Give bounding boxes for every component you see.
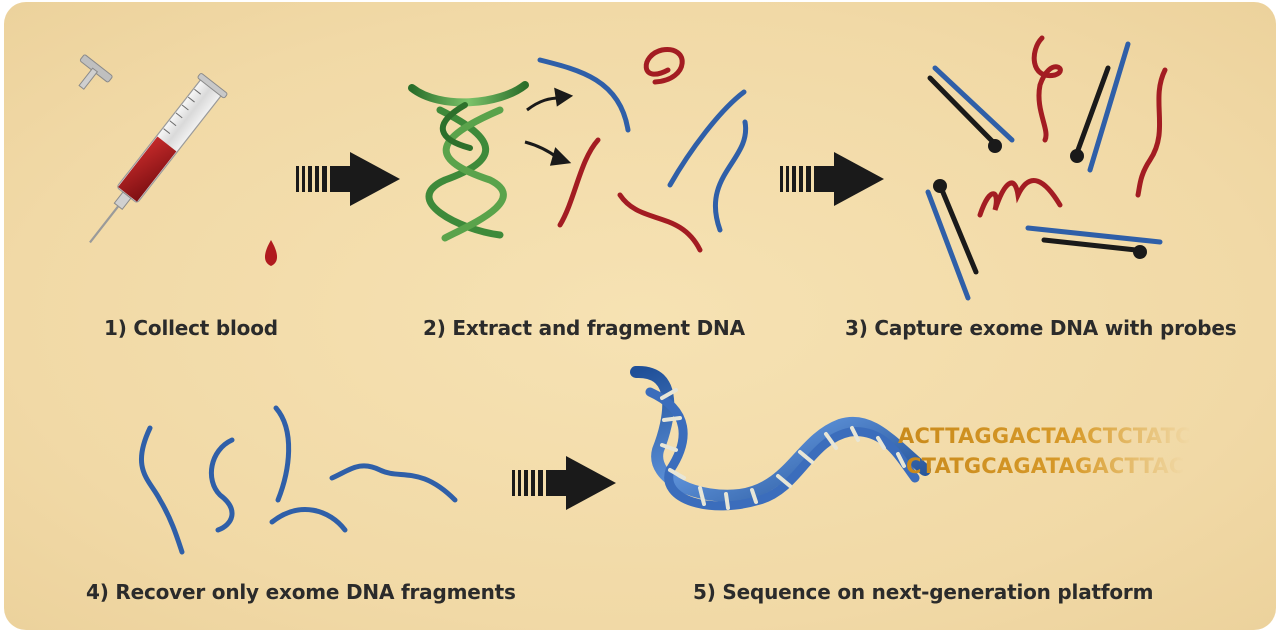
dna-fragments bbox=[540, 50, 746, 250]
step-2-label: 2) Extract and fragment DNA bbox=[423, 316, 745, 340]
arrow-right-icon bbox=[780, 152, 884, 206]
step-5-label: 5) Sequence on next-generation platform bbox=[693, 580, 1153, 604]
step-4-label: 4) Recover only exome DNA fragments bbox=[86, 580, 516, 604]
step-1-label: 1) Collect blood bbox=[104, 316, 278, 340]
arrow-right-icon bbox=[512, 456, 616, 510]
arrow-right-icon bbox=[296, 152, 400, 206]
dna-helix-icon bbox=[636, 372, 925, 508]
step-3-label: 3) Capture exome DNA with probes bbox=[845, 316, 1236, 340]
probe-icon bbox=[928, 44, 1160, 298]
dna-helix-icon bbox=[412, 85, 525, 238]
exome-fragments bbox=[141, 408, 455, 552]
sequence-line-1: ACTTAGGACTAACTCTATC bbox=[898, 424, 1191, 448]
fragment-arrows bbox=[525, 90, 570, 164]
syringe-icon bbox=[67, 54, 277, 266]
unbound-fragments bbox=[980, 38, 1165, 215]
sequence-line-2: CTATGCAGATAGACTTAC bbox=[906, 454, 1184, 478]
